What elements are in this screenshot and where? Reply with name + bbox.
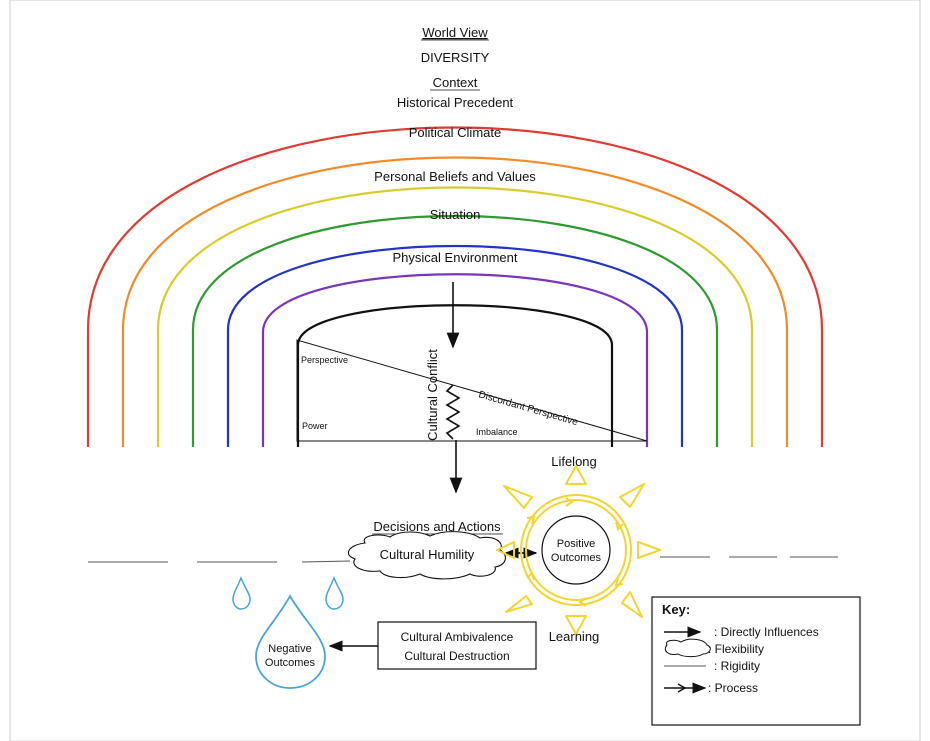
label-diversity: DIVERSITY [421, 50, 490, 65]
label-cultural-ambivalence: Cultural Ambivalence [401, 630, 514, 644]
label-political-climate: Political Climate [409, 125, 501, 140]
sun-ring-outer [520, 494, 632, 606]
label-world-view: World View [422, 25, 488, 40]
label-physical-environment: Physical Environment [393, 250, 518, 265]
arch-red [86, 126, 824, 447]
arch-orange [121, 156, 789, 447]
label-cultural-humility: Cultural Humility [380, 547, 475, 562]
key-box [651, 596, 861, 726]
label-historical-precedent: Historical Precedent [397, 95, 514, 110]
humility-cloud [347, 531, 506, 580]
label-discordant-perspective: Discordant Perspective [477, 389, 579, 428]
key-title: Key: [662, 602, 690, 617]
negative-outcomes-drop [255, 594, 326, 689]
diagram-border [9, 0, 921, 741]
label-cultural-destruction: Cultural Destruction [404, 649, 509, 663]
key-rigidity-label: : Rigidity [714, 659, 760, 673]
power-triangle: Perspective Power Discordant Perspective… [296, 339, 648, 442]
label-context: Context [433, 75, 478, 90]
ambivalence-destruction-box [377, 621, 537, 670]
key-process-label: : Process [708, 681, 758, 695]
arch-purple [261, 273, 649, 447]
label-cultural-conflict: Cultural Conflict [425, 349, 440, 441]
triangle-shape [296, 339, 648, 442]
label-imbalance: Imbalance [476, 427, 518, 437]
rainbow-arches [86, 126, 824, 447]
label-decisions-actions: Decisions and Actions [373, 519, 501, 534]
sun-ring-inner [525, 499, 627, 601]
key-directly-label: : Directly Influences [714, 625, 819, 639]
label-lifelong: Lifelong [551, 454, 597, 469]
sun-process-arrows [526, 497, 624, 607]
label-outcomes-positive: Outcomes [551, 552, 602, 564]
arch-labels: World View DIVERSITY Context Historical … [374, 25, 536, 265]
conflict-zigzag [445, 384, 461, 440]
raindrops [232, 576, 344, 689]
label-negative: Negative [268, 643, 311, 655]
sun-rays [496, 465, 661, 635]
key-legend: Key: : Directly Influences : Flexibility… [651, 596, 861, 726]
positive-outcomes-circle [541, 515, 611, 585]
label-perspective: Perspective [301, 355, 348, 365]
small-drop-left [232, 576, 251, 610]
label-outcomes-negative: Outcomes [265, 657, 316, 669]
label-positive: Positive [557, 538, 596, 550]
key-flexibility-symbol [664, 638, 711, 658]
arch-yellow [156, 186, 754, 447]
arch-black [296, 304, 614, 447]
arch-blue [226, 245, 684, 447]
rigidity-lines-left [88, 560, 351, 563]
label-learning: Learning [549, 629, 600, 644]
small-drop-right [325, 576, 344, 610]
label-power: Power [302, 421, 328, 431]
label-personal-beliefs: Personal Beliefs and Values [374, 169, 536, 184]
label-situation: Situation [430, 207, 481, 222]
key-process-mid-head [677, 683, 687, 693]
arch-green [191, 215, 719, 447]
key-flexibility-label: : Flexibility [708, 642, 764, 656]
lifelong-learning-sun: Positive Outcomes [496, 465, 661, 635]
